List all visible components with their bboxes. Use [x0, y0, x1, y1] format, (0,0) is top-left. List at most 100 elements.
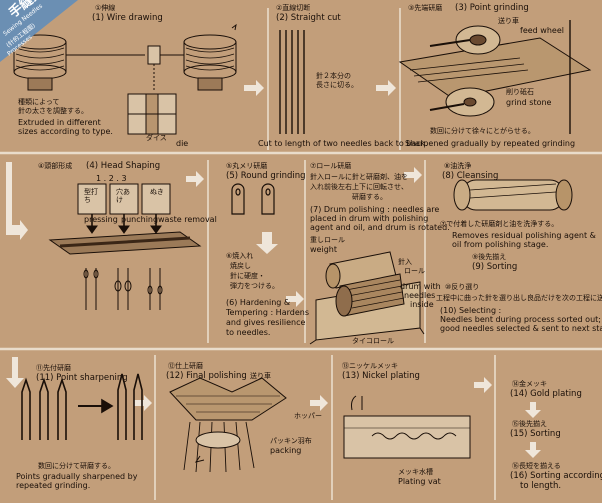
- s11-jp: 数回に分けて研磨する。: [38, 462, 115, 470]
- s3-note-jp: 数回に分けて徐々にとがらせる。: [430, 127, 535, 135]
- s1-label: (1) Wire drawing: [92, 13, 163, 23]
- s7-jp1: 針入ロールに針と研磨剤、油を: [310, 173, 408, 181]
- s5-num: ⑤丸メリ研磨: [226, 162, 268, 170]
- s2-note-en: Cut to length of two needles back to bac…: [258, 139, 428, 148]
- straight-cut-illustration: [279, 30, 305, 134]
- s4-num: ④頭部形成: [38, 162, 73, 170]
- s6-jp2: 針に硬度・: [230, 272, 265, 280]
- flow-arrows: [6, 80, 492, 411]
- s1-note-en1: Extruded in different: [18, 118, 101, 127]
- s13-vat: Plating vat: [398, 477, 441, 486]
- s16-num: ⑯長短を揃える: [512, 462, 561, 470]
- s11-en2: repeated grinding.: [16, 481, 91, 490]
- flow-arrow-6-7: [286, 291, 304, 307]
- s8-en2: oil from polishing stage.: [452, 240, 549, 249]
- s6-jp1: 焼戻し: [230, 262, 251, 270]
- s10-num: ⑩反り選り: [445, 283, 480, 291]
- s3-wheel: feed wheel: [520, 26, 564, 35]
- title-badge: 手縫針 Sewing Needles (针的工程图) Processes: [0, 0, 80, 62]
- badge-shape: [0, 0, 78, 62]
- flow-arrow-4-5: [186, 171, 204, 187]
- s8-label: (8) Cleansing: [442, 171, 499, 181]
- s13-vat-jp: メッキ水槽: [398, 468, 433, 476]
- s6-en2: Tempering : Hardens: [226, 308, 309, 317]
- head-shaping-illustration: [48, 183, 202, 310]
- point-grinding-illustration: [398, 20, 592, 134]
- s10-en1: (10) Selecting :: [440, 306, 502, 315]
- s3-wheel-jp: 送り車: [498, 17, 519, 25]
- s7-drum-jp2: ロール: [404, 267, 425, 275]
- s2-num: ②直線切断: [276, 4, 311, 12]
- s10-en3: good needles selected & sent to next sta…: [440, 324, 602, 333]
- s9-num: ⑨後先揃え: [472, 253, 507, 261]
- s3-stone-jp: 削り砥石: [506, 88, 534, 96]
- s15-label: (15) Sorting: [510, 429, 561, 439]
- flow-arrow-1-2: [244, 80, 264, 96]
- s8-num: ⑧油洗浄: [444, 162, 472, 170]
- s12-wheel-jp: 送り車: [250, 372, 271, 380]
- s7-drum-jp1: 針入: [398, 258, 412, 266]
- s12-pack-jp: パッキン羽布: [270, 437, 312, 445]
- s7-en3: agent and oil, and drum is rotated.: [310, 223, 450, 232]
- column-dividers: [154, 8, 496, 500]
- s12-num: ⑫仕上研磨: [168, 362, 203, 370]
- s8-en1: Removes residual polishing agent &: [452, 231, 596, 240]
- s4-c3-jp: ぬき: [150, 188, 164, 196]
- flow-arrow-12-13: [310, 395, 328, 411]
- s10-en2: Needles bent during process sorted out;: [440, 315, 601, 324]
- s7-en1: (7) Drum polishing : needles are: [310, 205, 440, 214]
- s7-drum3: inside: [410, 300, 434, 309]
- s1-num: ①伸線: [95, 4, 116, 12]
- s5-label: (5) Round grinding: [226, 171, 306, 181]
- s2-label: (2) Straight cut: [276, 13, 341, 23]
- s7-jp2: 入れ前後左右上下に回転させ、: [310, 183, 408, 191]
- s7-drum1: drum with: [400, 282, 441, 291]
- s4-c2: punching: [121, 215, 159, 224]
- s4-c1-jp: 型打ち: [84, 188, 98, 204]
- wire-drawing-illustration: [13, 23, 237, 135]
- flow-arrow-7-8: [404, 167, 422, 183]
- round-grinding-illustration: [231, 183, 275, 215]
- s7-jp3: 研磨する。: [352, 193, 387, 201]
- s6-en4: to needles.: [226, 328, 271, 337]
- s6-num: ⑥焼入れ: [226, 252, 254, 260]
- s7-num: ⑦ロール研磨: [310, 162, 352, 170]
- s16-label2: to length.: [520, 481, 562, 491]
- s4-c1: pressing: [84, 215, 118, 224]
- s12-label: (12) Final polishing: [166, 371, 247, 381]
- s10-jp: 工程中に曲った針を選り出し良品だけを次の工程に送る。: [436, 294, 602, 302]
- s6-en1: (6) Hardening &: [226, 298, 291, 307]
- s4-c3: waste removal: [158, 215, 217, 224]
- s1-note-jp2: 針の太さを調整する。: [18, 107, 88, 115]
- s6-jp3: 弾力をつける。: [230, 282, 279, 290]
- point-sharpening-illustration: [21, 373, 143, 440]
- s11-label: (11) Point sharpening: [36, 373, 128, 383]
- s1-die: die: [176, 139, 189, 148]
- s16-label1: (16) Sorting according: [510, 471, 602, 481]
- s15-num: ⑮後先揃え: [512, 420, 547, 428]
- s1-note-jp1: 種類によって: [18, 98, 60, 106]
- s12-pack: packing: [270, 446, 302, 455]
- drum-polishing-illustration: [309, 251, 425, 345]
- s7-en2: placed in drum with polishing: [310, 214, 429, 223]
- s7-weight: weight: [310, 245, 337, 254]
- s13-label: (13) Nickel plating: [342, 371, 420, 381]
- s8-jp: ⑦で付着した研磨剤と油を洗浄する。: [440, 220, 559, 228]
- s4-nums: 1 . 2 . 3: [96, 174, 127, 183]
- s3-note-en: Sharpened gradually by repeated grinding: [405, 139, 576, 148]
- flow-arrow-5-6: [256, 232, 278, 254]
- final-steps-arrows: [525, 402, 541, 458]
- s7-tire-jp: タイコロール: [352, 337, 394, 345]
- s2-note-jp2: 長さに切る。: [316, 81, 358, 89]
- s7-drum2: needles: [404, 291, 436, 300]
- s12-hopper: ホッパー: [294, 412, 322, 420]
- s2-note-jp1: 針２本分の: [316, 72, 351, 80]
- s1-note-en2: sizes according to type.: [18, 127, 113, 136]
- row-dividers: [0, 151, 602, 351]
- s11-en1: Points gradually sharpened by: [16, 472, 138, 481]
- s4-c2-jp: 穴あけ: [116, 188, 130, 204]
- flow-arrow-3-4: [6, 162, 28, 240]
- s14-label: (14) Gold plating: [510, 389, 582, 399]
- flow-arrow-11-12: [134, 395, 152, 411]
